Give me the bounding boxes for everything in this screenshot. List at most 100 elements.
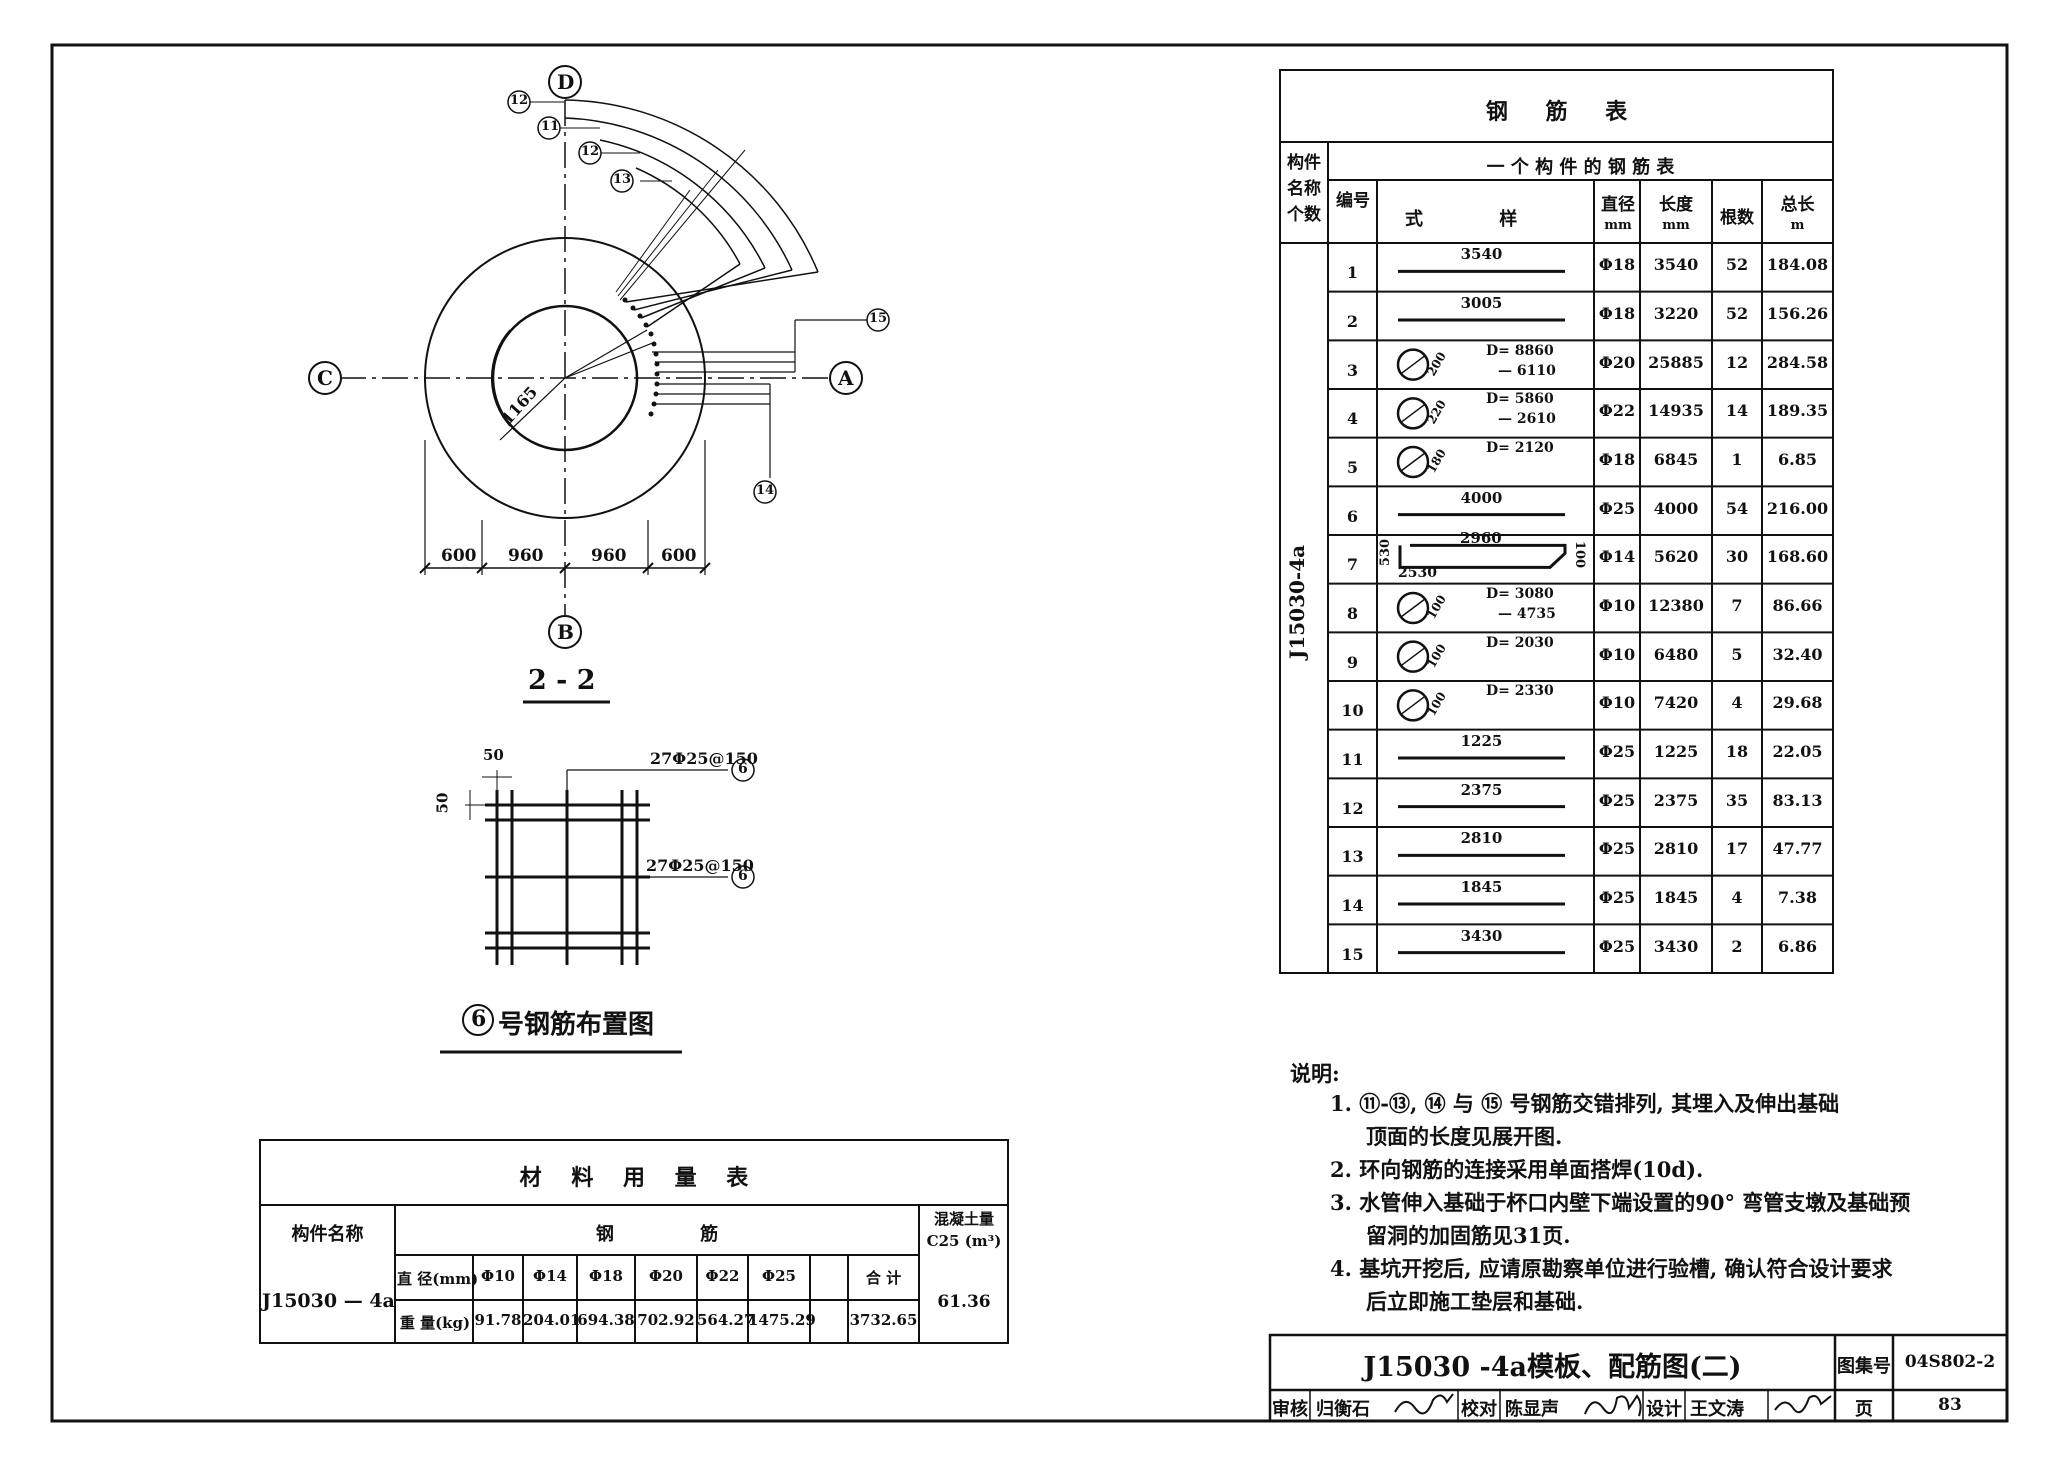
rebar-row-total: 156.26	[1766, 304, 1829, 323]
rebar-row-count: 12	[1725, 352, 1749, 372]
rebar-row-count: 17	[1725, 839, 1749, 859]
rebar-row-dia: Φ18	[1598, 304, 1636, 323]
layout6-dim-left: 50	[433, 792, 452, 814]
ring-diameter-1: D= 8860	[1486, 342, 1554, 359]
callout-12-top: 12	[510, 93, 529, 108]
callout-13: 13	[613, 172, 632, 187]
rebar-row-dia: Φ25	[1598, 936, 1636, 956]
rebar-row-dia: Φ10	[1598, 693, 1636, 713]
rebar-row-count: 52	[1725, 304, 1749, 323]
rebar-row-length: 3540	[1653, 255, 1699, 275]
ring-diameter-2: — 4735	[1498, 606, 1556, 622]
rebar-row-dia: Φ25	[1598, 790, 1636, 810]
page-label: 页	[1855, 1399, 1873, 1420]
title-block-frame	[1268, 1333, 2009, 1423]
design-name: 王文涛	[1690, 1399, 1744, 1420]
rebar-h-len-unit: mm	[1662, 218, 1690, 233]
ring-diameter-line	[1400, 647, 1426, 667]
axis-d-bubble	[548, 65, 582, 99]
ring-diameter-1: D= 2330	[1486, 683, 1554, 700]
rebar-row-total: 86.66	[1772, 596, 1823, 615]
signature-checker	[1584, 1394, 1642, 1417]
rebar-h-total-unit: m	[1790, 218, 1805, 233]
rebar-row-no: 1	[1346, 263, 1359, 283]
callout-14: 14	[756, 483, 775, 498]
ring-bar-shape	[1396, 445, 1430, 479]
member-line-3: 个数	[1287, 205, 1321, 225]
rebar-row-no: 2	[1346, 312, 1359, 331]
material-dia-cell: 合 计	[865, 1269, 902, 1287]
rebar-row-count: 14	[1725, 401, 1749, 421]
rebar-row-count: 5	[1731, 644, 1743, 664]
ring-diameter-1: D= 2030	[1486, 634, 1554, 651]
material-dia-cell: Φ20	[649, 1267, 683, 1285]
rebar-shapes	[1396, 269, 1567, 955]
ring-diameter-line	[1400, 355, 1426, 375]
rebar-row-no: 8	[1346, 604, 1359, 623]
note-line-4: 4. 基坑开挖后, 应请原勘察单位进行验槽, 确认符合设计要求	[1330, 1256, 1893, 1281]
callout-11: 11	[541, 119, 560, 134]
rebar-row-length: 5620	[1653, 547, 1699, 567]
ring-bar-shape	[1396, 689, 1430, 722]
signature-reviewer	[1394, 1393, 1454, 1415]
axis-c-label: C	[317, 366, 333, 390]
signature-designer	[1774, 1395, 1832, 1414]
rebar-table-subtitle: 一 个 构 件 的 钢 筋 表	[1486, 157, 1675, 178]
rebar-h-shape: 式 样	[1405, 209, 1518, 230]
rebar-row-total: 7.38	[1778, 888, 1817, 907]
rebar-row-no: 13	[1341, 847, 1364, 867]
rebar-row-dia: Φ10	[1598, 644, 1636, 664]
rebar-row-total: 22.05	[1772, 742, 1823, 761]
ring-diameter-1: D= 2120	[1486, 440, 1554, 456]
ring-diameter-line	[1400, 403, 1426, 423]
rebar-shape-length: 2375	[1460, 780, 1503, 799]
ring-bar-shape	[1396, 640, 1430, 673]
rebar-row-count: 30	[1725, 547, 1749, 567]
rebar-row-length: 1225	[1653, 742, 1699, 761]
material-dia-cell: Φ18	[589, 1267, 623, 1285]
layout6-callout-mid: 6	[738, 868, 748, 884]
axis-d-label: D	[557, 70, 575, 94]
note-line-4b: 后立即施工垫层和基础.	[1366, 1289, 1584, 1314]
rebar-row-no: 6	[1346, 506, 1359, 526]
rebar-row-no: 5	[1346, 458, 1359, 477]
page-number: 83	[1938, 1395, 1962, 1415]
note-line-3b: 留洞的加固筋见31页.	[1366, 1223, 1571, 1248]
rebar-row-count: 54	[1725, 498, 1749, 518]
material-weight-cell: 204.01	[523, 1311, 581, 1329]
axis-a-bubble	[829, 361, 863, 395]
rebar-table-title: 钢 筋 表	[1485, 99, 1628, 125]
rebar-dots	[622, 297, 660, 417]
rebar-member-name: J15030-4a	[1285, 544, 1310, 660]
rebar-shape-length: 1225	[1460, 732, 1503, 750]
material-h-concrete: 混凝土量 C25 (m³)	[926, 1210, 1002, 1250]
set-number: 04S802-2	[1904, 1352, 1996, 1372]
note-line-1b: 顶面的长度见展开图.	[1366, 1124, 1563, 1149]
rebar-row-total: 189.35	[1766, 401, 1829, 421]
rebar-h-total: 总长	[1780, 195, 1815, 215]
rebar-row-length: 7420	[1653, 693, 1699, 713]
ring-diameter-line	[1400, 695, 1426, 715]
ring-diameter-1: D= 5860	[1486, 391, 1554, 408]
rebar-row-dia: Φ25	[1598, 498, 1636, 518]
sheet-border	[50, 43, 2009, 1423]
rebar-row-length: 1845	[1653, 888, 1699, 907]
rebar-row-total: 29.68	[1772, 693, 1823, 713]
rebar-table-row-lines	[1328, 290, 1833, 926]
signatures	[1394, 1393, 1832, 1417]
rebar-row-length: 2810	[1653, 839, 1699, 859]
axis-b-bubble	[548, 615, 582, 649]
rebar-row-dia: Φ14	[1598, 547, 1636, 567]
material-concrete-value: 61.36	[937, 1292, 991, 1312]
rebar-row-count: 35	[1725, 790, 1749, 810]
material-h-member: 构件名称	[291, 1224, 364, 1245]
material-table-frame	[259, 1139, 1009, 1344]
note-line-2: 2. 环向钢筋的连接采用单面搭焊(10d).	[1330, 1157, 1704, 1182]
rebar-row-no: 15	[1341, 944, 1364, 964]
material-row-weight-label: 重 量(kg)	[399, 1314, 471, 1332]
callout-12: 12	[581, 144, 600, 159]
rebar-row-length: 6480	[1653, 644, 1699, 664]
rebar-row-total: 47.77	[1772, 839, 1823, 859]
bent-bar-top-length: 2960	[1460, 529, 1502, 548]
rebar-shape-length: 3005	[1460, 294, 1503, 312]
